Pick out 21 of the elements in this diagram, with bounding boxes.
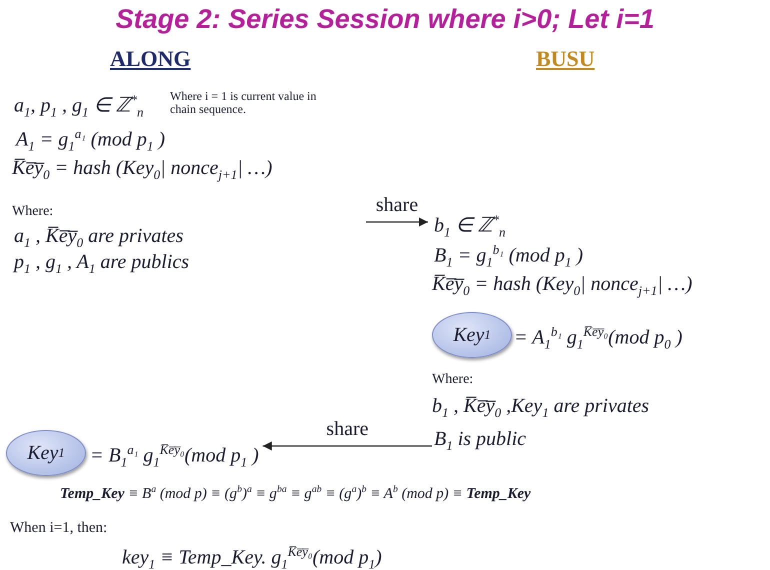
formula-text: K̅e̅y̅$_{0}$ = hash (Key$_{0}$| nonce$_{j+1}$| …) bbox=[432, 272, 692, 300]
note-text: When i=1, then: bbox=[10, 520, 108, 537]
column-heading: ALONG bbox=[110, 46, 191, 72]
formula-text: B$_{1}$ = g$_{1}$$^{b₁}$ (mod p$_{1}$ ) bbox=[434, 241, 584, 272]
column-heading: BUSU bbox=[536, 46, 595, 72]
formula-text: K̅e̅y̅$_{0}$ = hash (Key$_{0}$| nonce$_{j+1}$| …) bbox=[12, 156, 272, 184]
note-text: Where i = 1 is current value in chain sequence. bbox=[170, 90, 318, 116]
arrow bbox=[262, 441, 432, 451]
note-text: Where: bbox=[432, 372, 474, 388]
formula-text: a$_{1}$ , K̅e̅y̅$_{0}$ are privates bbox=[14, 224, 184, 252]
formula-text: p$_{1}$ , g$_{1}$ , A$_{1}$ are publics bbox=[14, 250, 190, 278]
formula-text: b$_{1}$ , K̅e̅y̅$_{0}$ ,Key$_{1}$ are privates bbox=[432, 394, 650, 422]
arrow bbox=[366, 217, 428, 227]
diagram-title: Stage 2: Series Session where i>0; Let i=1 bbox=[114, 4, 656, 35]
formula-text: A$_{1}$ = g$_{1}$$^{a₁}$ (mod p$_{1}$ ) bbox=[16, 125, 166, 156]
formula-text: key$_{1}$ ≡ Temp_Key. g$_{1}$$^{K̅e̅y̅₀}$(mod p$_{1}$) bbox=[122, 543, 382, 570]
formula-text: = B$_{1}$$^{a₁}$ g$_{1}$$^{K̅e̅y̅₀}$(mod p$_{1}$ ) bbox=[90, 438, 259, 475]
formula-text: B$_{1}$ is public bbox=[434, 427, 526, 458]
formula-text: = A$_{1}$$^{b₁}$ g$_{1}$$^{K̅e̅y̅₀}$(mod p$_{0}$ ) bbox=[514, 323, 682, 354]
formula-text: Temp_Key ≡ B$^{a}$ (mod p) ≡ (g$^{b}$)$^{a}$ ≡ g$^{ba}$ ≡ g$^{ab}$ ≡ (g$^{a}$)$^{b}$ ≡ A$^{b}$ (mod p) ≡ Temp_Key bbox=[60, 484, 531, 503]
note-text: Where: bbox=[12, 204, 54, 219]
